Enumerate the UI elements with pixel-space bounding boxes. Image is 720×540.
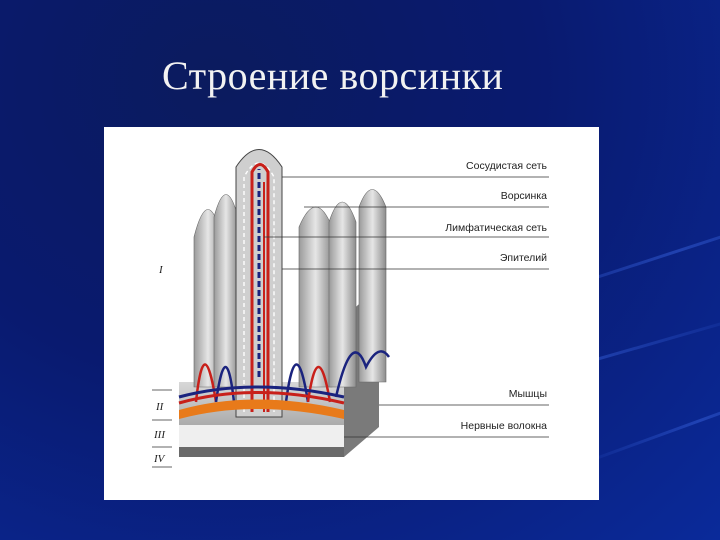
submucosa-layer <box>179 425 344 447</box>
villus-bg <box>298 206 333 388</box>
label-vascular-network: Сосудистая сеть <box>466 160 547 172</box>
label-muscles: Мышцы <box>508 388 547 400</box>
layer-label-4: IV <box>154 453 165 465</box>
label-nerve-fibers: Нервные волокна <box>460 420 547 432</box>
label-villus: Ворсинка <box>500 190 547 202</box>
villus-bg <box>328 201 357 388</box>
villus-illustration <box>152 149 549 468</box>
villus-bg <box>213 194 239 388</box>
artery-vessel <box>250 163 270 412</box>
label-lymphatic-network: Лимфатическая сеть <box>445 222 547 234</box>
layer-label-2: II <box>156 401 164 413</box>
muscle-layer <box>179 399 344 419</box>
bottom-layer <box>179 447 344 457</box>
label-epithelium: Эпителий <box>499 252 547 264</box>
slide-title: Строение ворсинки <box>162 53 504 98</box>
villus-bg <box>358 189 387 383</box>
layer-label-3: III <box>154 429 165 441</box>
villus-diagram: Сосудистая сеть Ворсинка Лимфатическая с… <box>104 127 599 500</box>
layer-label-1: I <box>159 264 163 276</box>
